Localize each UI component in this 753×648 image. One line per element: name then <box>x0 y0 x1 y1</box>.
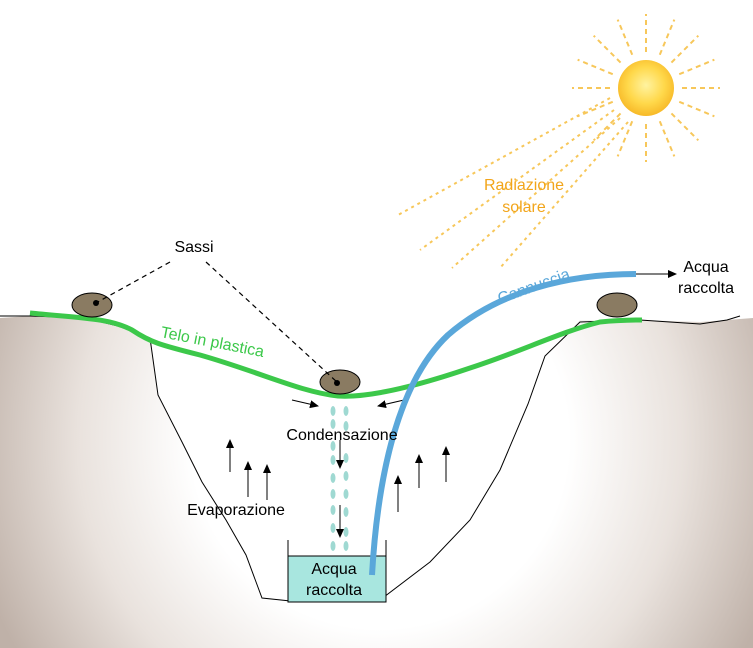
sun-ray <box>577 58 614 76</box>
label-radiazione-2: solare <box>502 199 546 216</box>
rock-icon <box>319 369 361 395</box>
sun-ray <box>658 19 676 56</box>
condensation-droplets <box>330 406 349 551</box>
sun-ray <box>616 120 634 157</box>
label-telo: Telo in plastica <box>159 324 265 361</box>
sun-ray <box>658 120 676 157</box>
sun-ray <box>678 100 715 118</box>
plastic-sheet <box>29 310 643 399</box>
label-acqua-out-2: raccolta <box>678 280 734 297</box>
arrow-icon <box>377 399 405 409</box>
leader-dot <box>93 300 99 306</box>
sun-ray <box>678 58 715 76</box>
sun-ray <box>577 100 614 118</box>
sun-icon <box>572 14 720 162</box>
sun-ray <box>616 19 634 56</box>
arrow-icon <box>291 399 319 409</box>
sassi-leaders <box>95 261 338 383</box>
evaporation-arrows <box>226 439 450 512</box>
sun-ray <box>670 34 700 64</box>
label-sassi: Sassi <box>174 239 213 256</box>
rock-icon <box>596 292 638 318</box>
sun-ray <box>670 112 700 142</box>
label-acqua-cup-2: raccolta <box>306 582 362 599</box>
label-acqua-out-1: Acqua <box>683 259 728 276</box>
soil <box>0 316 753 648</box>
label-condensazione: Condensazione <box>286 427 397 444</box>
solar-radiation-rays <box>397 97 629 269</box>
collection-cup-water <box>288 556 386 602</box>
leader-dot <box>334 380 340 386</box>
sun-ray <box>592 34 622 64</box>
collection-cup <box>287 540 387 603</box>
label-acqua-cup-1: Acqua <box>311 561 356 578</box>
label-radiazione-1: Radiazione <box>484 177 564 194</box>
sun-ray <box>592 112 622 142</box>
label-evaporazione: Evaporazione <box>187 502 285 519</box>
straw <box>369 271 637 576</box>
sun-disc <box>618 60 674 116</box>
rock-icon <box>71 292 113 318</box>
label-cannuccia: Cannuccia <box>496 266 573 308</box>
